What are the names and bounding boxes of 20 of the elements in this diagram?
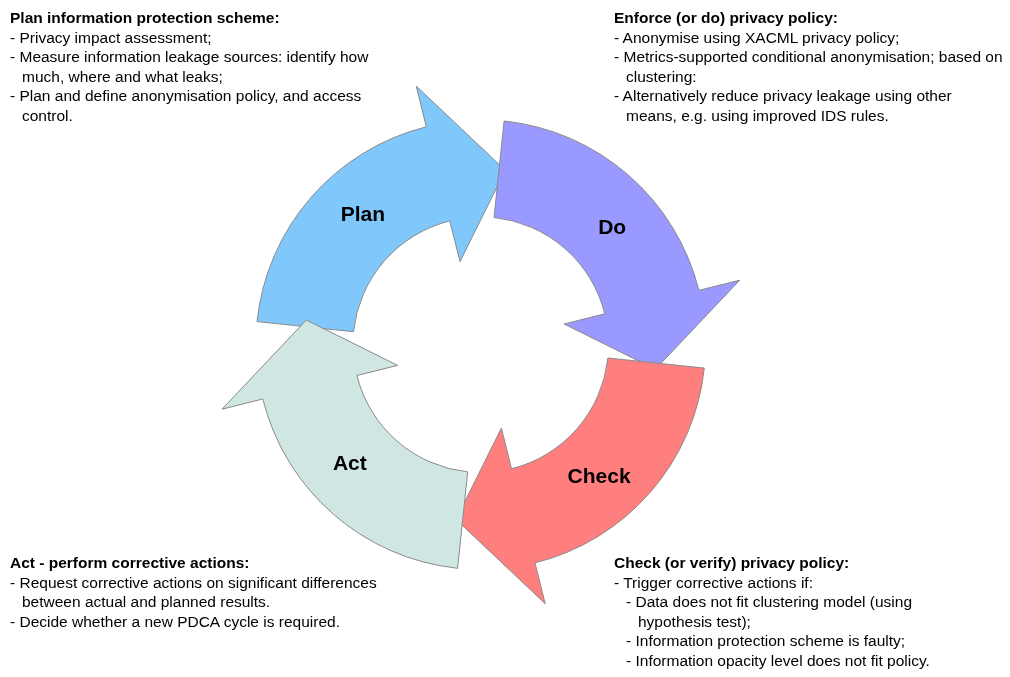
bullet-item: - Trigger corrective actions if: — [614, 572, 814, 592]
section-heading: Plan information protection scheme: — [10, 8, 281, 28]
bullet-item: - Measure information leakage sources: identify how much, where and what leaks; — [10, 47, 370, 86]
bullet-item: - Alternatively reduce privacy leakage using other means, e.g. using improved IDS rules. — [614, 86, 953, 125]
arrow-label: Act — [332, 451, 367, 476]
bullet-item: - Plan and define anonymisation policy, and access control. — [10, 86, 362, 125]
section-heading: Enforce (or do) privacy policy: — [614, 8, 839, 28]
bullet-item: - Privacy impact assessment; — [10, 27, 213, 47]
arrow-label: Check — [567, 464, 631, 489]
section-heading: Check (or verify) privacy policy: — [614, 553, 851, 573]
arrow-label: Plan — [340, 201, 386, 226]
bullet-item: - Information protection scheme is faulty; — [626, 631, 907, 651]
bullet-item: - Request corrective actions on significant differences between actual and planned results. — [10, 572, 377, 612]
bullet-item: - Information opacity level does not fit policy. — [626, 650, 931, 670]
bullet-item: - Metrics-supported conditional anonymisation; based on clustering: — [614, 47, 1004, 86]
bullet-item: - Data does not fit clustering model (using hypothesis test); — [626, 592, 914, 631]
bullet-item: - Anonymise using XACML privacy policy; — [614, 27, 901, 47]
bullet-item: - Decide whether a new PDCA cycle is required. — [10, 611, 341, 631]
arrow-label: Do — [598, 214, 627, 239]
section-heading: Act - perform corrective actions: — [10, 553, 251, 573]
